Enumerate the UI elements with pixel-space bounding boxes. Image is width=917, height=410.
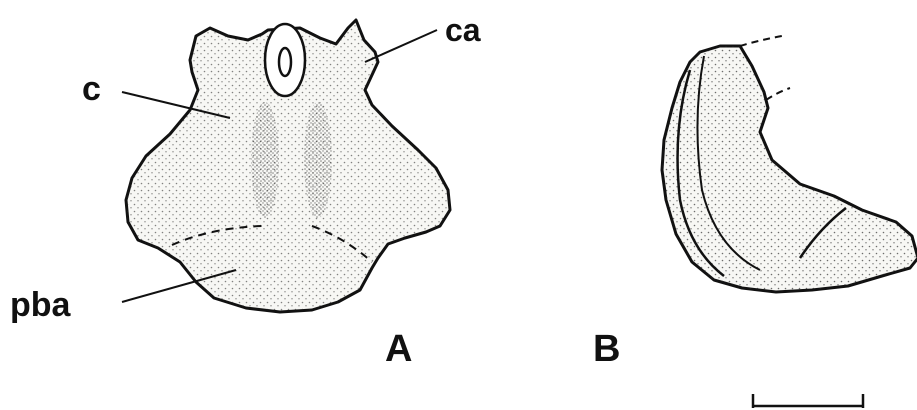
view-label-b: B	[593, 330, 620, 368]
specimen-a	[126, 20, 450, 312]
leader-line-ca	[365, 30, 437, 62]
scale-bar	[752, 394, 864, 408]
label-pba: pba	[10, 288, 70, 322]
specimen-b-broken-edge-mid	[766, 88, 790, 100]
label-ca: ca	[445, 14, 481, 46]
specimen-b	[662, 36, 917, 292]
specimen-a-median-groove-left	[251, 102, 279, 218]
specimen-a-foramen	[279, 48, 291, 76]
specimen-a-median-groove-right	[304, 102, 332, 218]
label-c: c	[82, 72, 101, 106]
view-label-a: A	[385, 330, 412, 368]
specimen-b-broken-edge-top	[740, 36, 782, 46]
